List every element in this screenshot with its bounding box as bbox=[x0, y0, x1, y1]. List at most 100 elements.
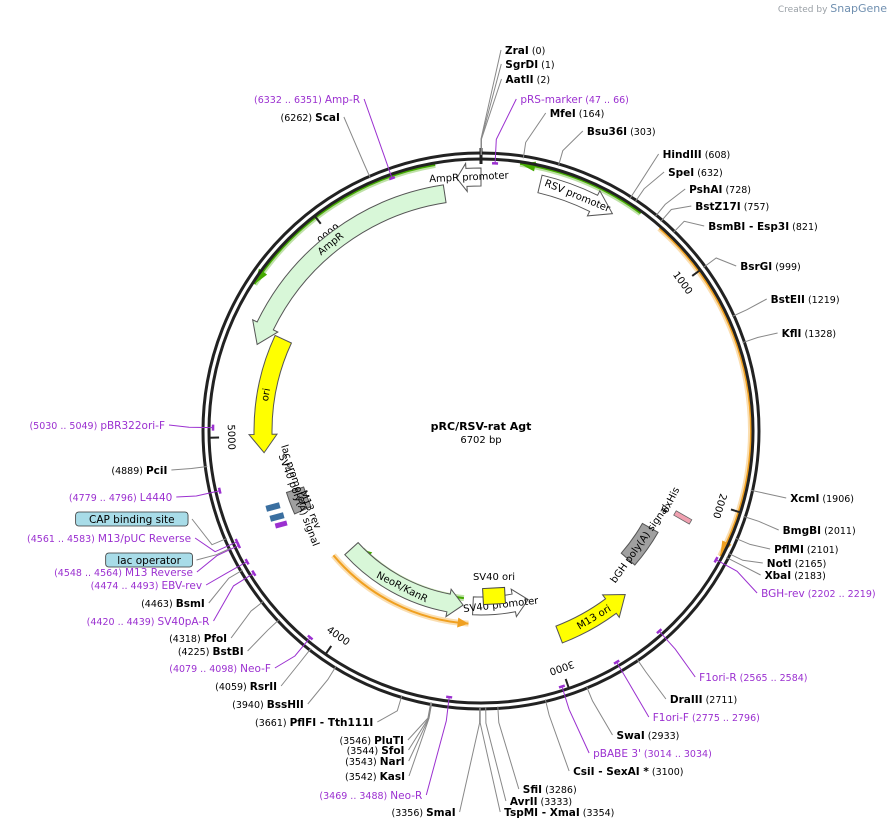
enzyme-label-xbai[interactable]: XbaI (2183) bbox=[765, 570, 826, 582]
enzyme-label-sgrdi[interactable]: SgrDI (1) bbox=[505, 59, 554, 71]
primer-label-m13reverse[interactable]: (4548 .. 4564) M13 Reverse bbox=[54, 567, 193, 579]
enzyme-label-bstbi[interactable]: (4225) BstBI bbox=[178, 646, 244, 658]
label-name: L4440 bbox=[140, 492, 173, 504]
label-text: (6332 .. 6351) Amp-R bbox=[254, 94, 360, 106]
enzyme-label-bmgbi[interactable]: BmgBI (2011) bbox=[783, 525, 856, 537]
label-text: (4059) RsrII bbox=[215, 681, 277, 693]
site-box-text: CAP binding site bbox=[89, 514, 175, 526]
enzyme-label-bsmbi[interactable]: BsmBI - Esp3I (821) bbox=[708, 221, 818, 233]
site-box-cap[interactable]: CAP binding site bbox=[75, 511, 189, 527]
enzyme-label-kasi[interactable]: (3542) KasI bbox=[345, 771, 405, 783]
snapgene-logo[interactable]: SnapGene bbox=[830, 2, 887, 15]
enzyme-label-scai[interactable]: (6262) ScaI bbox=[281, 112, 340, 124]
enzyme-label-bsu36i[interactable]: Bsu36I (303) bbox=[587, 126, 656, 138]
enzyme-label-noti[interactable]: NotI (2165) bbox=[767, 558, 827, 570]
label-name: pBABE 3' bbox=[593, 748, 641, 760]
label-text: SwaI (2933) bbox=[617, 730, 680, 742]
label-coord: (4474 .. 4493) bbox=[91, 581, 162, 592]
leader-line bbox=[481, 78, 502, 155]
primer-label-pbr322[interactable]: (5030 .. 5049) pBR322ori-F bbox=[29, 420, 165, 432]
label-name: ZraI bbox=[505, 45, 529, 57]
enzyme-label-xcmi[interactable]: XcmI (1906) bbox=[790, 493, 854, 505]
enzyme-label-bstz17i[interactable]: BstZ17I (757) bbox=[695, 201, 769, 213]
label-text: (3546) PluTI bbox=[339, 735, 403, 747]
label-text: (4561 .. 4583) M13/pUC Reverse bbox=[27, 533, 191, 545]
leader-line bbox=[479, 707, 501, 813]
enzyme-label-zrai[interactable]: ZraI (0) bbox=[505, 45, 545, 57]
label-text: (3544) SfoI bbox=[347, 745, 405, 757]
label-coord: (2) bbox=[534, 75, 550, 86]
leader-line bbox=[585, 685, 613, 736]
enzyme-label-aatii[interactable]: AatII (2) bbox=[506, 74, 551, 86]
primer-label-neor_p[interactable]: (3469 .. 3488) Neo-R bbox=[319, 790, 422, 802]
enzyme-label-pflmi[interactable]: PflMI (2101) bbox=[774, 544, 838, 556]
enzyme-label-avrii[interactable]: AvrII (3333) bbox=[510, 796, 572, 808]
enzyme-label-rsrii[interactable]: (4059) RsrII bbox=[215, 681, 277, 693]
enzyme-label-pcii[interactable]: (4889) PciI bbox=[111, 465, 167, 477]
label-text: PshAI (728) bbox=[689, 184, 751, 196]
label-coord: (3286) bbox=[542, 785, 577, 796]
leader-line bbox=[654, 188, 686, 218]
label-text: (4889) PciI bbox=[111, 465, 167, 477]
enzyme-label-spei[interactable]: SpeI (632) bbox=[668, 167, 723, 179]
label-name: EBV-rev bbox=[161, 580, 202, 592]
label-coord: (728) bbox=[722, 185, 751, 196]
primer-label-f1orif[interactable]: F1ori-F (2775 .. 2796) bbox=[653, 712, 760, 724]
leader-line bbox=[544, 699, 570, 772]
enzyme-label-bsrgi[interactable]: BsrGI (999) bbox=[740, 261, 801, 273]
label-text: (4463) BsmI bbox=[141, 598, 205, 610]
primer-label-sv40par[interactable]: (4420 .. 4439) SV40pA-R bbox=[87, 616, 210, 628]
tick-label: 4000 bbox=[324, 625, 351, 649]
label-name: KasI bbox=[380, 771, 405, 783]
label-name: PshAI bbox=[689, 184, 722, 196]
enzyme-label-swai[interactable]: SwaI (2933) bbox=[617, 730, 680, 742]
enzyme-label-pflfi[interactable]: (3661) PflFI - Tth111I bbox=[255, 717, 373, 729]
orange-arc-head bbox=[457, 617, 469, 628]
enzyme-label-kfli[interactable]: KflI (1328) bbox=[782, 328, 836, 340]
primer-label-ebvrev[interactable]: (4474 .. 4493) EBV-rev bbox=[91, 580, 203, 592]
neor-kanr-feature bbox=[344, 541, 464, 618]
primer-label-bghrev[interactable]: BGH-rev (2202 .. 2219) bbox=[761, 588, 875, 600]
primer-label-neof[interactable]: (4079 .. 4098) Neo-F bbox=[169, 663, 271, 675]
label-text: (4779 .. 4796) L4440 bbox=[69, 492, 172, 504]
leader-line bbox=[497, 706, 520, 790]
leader-line bbox=[459, 706, 481, 813]
primer-label-l4440[interactable]: (4779 .. 4796) L4440 bbox=[69, 492, 172, 504]
label-text: KflI (1328) bbox=[782, 328, 836, 340]
tick-mark bbox=[691, 269, 701, 277]
enzyme-label-pluti[interactable]: (3546) PluTI bbox=[339, 735, 403, 747]
label-coord: (3014 .. 3034) bbox=[641, 749, 712, 760]
label-name: Neo-F bbox=[240, 663, 271, 675]
enzyme-label-nari[interactable]: (3543) NarI bbox=[345, 756, 405, 768]
label-coord: (4889) bbox=[111, 466, 146, 477]
leader-line bbox=[743, 515, 779, 531]
primer-label-pbabe3[interactable]: pBABE 3' (3014 .. 3034) bbox=[593, 748, 712, 760]
enzyme-label-bsteii[interactable]: BstEII (1219) bbox=[771, 294, 840, 306]
enzyme-label-bsshii[interactable]: (3940) BssHII bbox=[232, 699, 304, 711]
enzyme-label-smai[interactable]: (3356) SmaI bbox=[392, 807, 456, 819]
enzyme-label-draiii[interactable]: DraIII (2711) bbox=[670, 694, 737, 706]
leader-line bbox=[726, 556, 761, 576]
enzyme-label-mfei[interactable]: MfeI (164) bbox=[550, 108, 605, 120]
primer-mark bbox=[656, 628, 663, 635]
enzyme-label-bsmi[interactable]: (4463) BsmI bbox=[141, 598, 205, 610]
primer-label-f1orir[interactable]: F1ori-R (2565 .. 2584) bbox=[699, 672, 807, 684]
primer-label-ampr_p[interactable]: (6332 .. 6351) Amp-R bbox=[254, 94, 360, 106]
enzyme-label-csii[interactable]: CsiI - SexAI * (3100) bbox=[573, 766, 683, 778]
enzyme-label-sfoi[interactable]: (3544) SfoI bbox=[347, 745, 405, 757]
primer-mark bbox=[217, 487, 222, 494]
plasmid-name: pRC/RSV-rat Agt bbox=[431, 420, 532, 433]
ori-label: ori bbox=[260, 387, 273, 402]
enzyme-label-hindiii[interactable]: HindIII (608) bbox=[663, 149, 731, 161]
primer-label-prsmarker[interactable]: pRS-marker (47 .. 66) bbox=[520, 94, 629, 106]
enzyme-label-pshai[interactable]: PshAI (728) bbox=[689, 184, 751, 196]
label-coord: (4225) bbox=[178, 647, 213, 658]
label-name: SwaI bbox=[617, 730, 645, 742]
enzyme-label-tspmi[interactable]: TspMI - XmaI (3354) bbox=[504, 807, 614, 819]
primer-mark bbox=[388, 176, 396, 181]
primer-label-m13puc[interactable]: (4561 .. 4583) M13/pUC Reverse bbox=[27, 533, 191, 545]
enzyme-label-sfii[interactable]: SfiI (3286) bbox=[523, 784, 577, 796]
site-box-lacop[interactable]: lac operator bbox=[105, 552, 193, 568]
enzyme-label-pfoi[interactable]: (4318) PfoI bbox=[169, 633, 227, 645]
